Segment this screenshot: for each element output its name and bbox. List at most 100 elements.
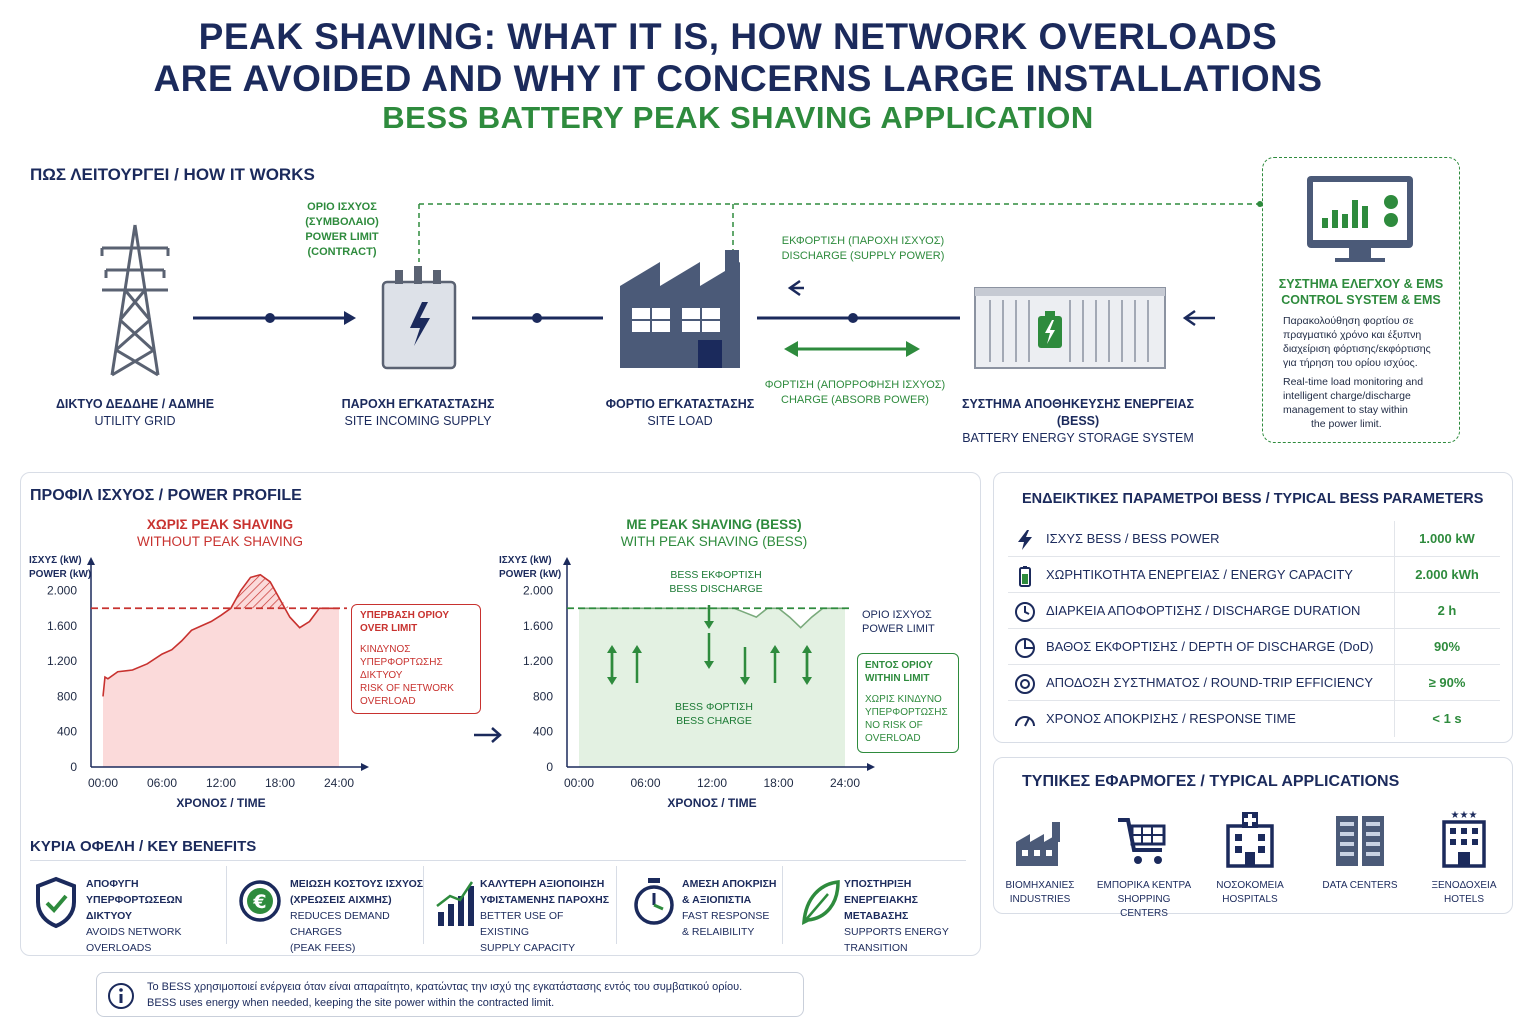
- bess-label: ΣΥΣΤΗΜΑ ΑΠΟΘΗΚΕΥΣΗΣ ΕΝΕΡΓΕΙΑΣ (BESS) BAT…: [961, 397, 1195, 445]
- clock-icon: [1015, 602, 1035, 622]
- battery-icon: [1019, 566, 1031, 587]
- y-axis-arrow: [563, 557, 571, 565]
- bess-charge-label: BESS ΦΟΡΤΙΣΗ BESS CHARGE: [675, 701, 753, 727]
- supply-label: ΠΑΡΟΧΗ ΕΓΚΑΤΑΣΤΑΣΗΣ SITE INCOMING SUPPLY: [341, 397, 495, 428]
- svg-text:★★★: ★★★: [1451, 810, 1478, 821]
- ems-title: ΣΥΣΤΗΜΑ ΕΛΕΓΧΟΥ & EMS CONTROL SYSTEM & E…: [1278, 277, 1444, 307]
- benefit-item: ΑΠΟΦΥΓΗ ΥΠΕΡΦΟΡΤΩΣΕΩΝ ΔΙΚΤΥΟΥ AVOIDS NET…: [34, 866, 224, 954]
- over-limit-hatch: [103, 574, 339, 609]
- benefit-item: ΑΜΕΣΗ ΑΠΟΚΡΙΣΗ & ΑΞΙΟΠΙΣΤΙΑ FAST RESPONS…: [632, 866, 782, 946]
- x-tick-label: 00:00: [564, 776, 594, 790]
- y-axis-label: ΙΣΧΥΣ (kW): [29, 555, 82, 566]
- y-tick-label: 400: [533, 725, 553, 739]
- x-tick-label: 00:00: [88, 776, 118, 790]
- chart-without-peak-shaving: ΙΣΧΥΣ (kW)POWER (kW)2.0001.6001.20080040…: [29, 555, 369, 810]
- page-subtitle: BESS BATTERY PEAK SHAVING APPLICATION: [382, 100, 1094, 135]
- transformer-icon: [381, 266, 457, 370]
- charge-label: ΦΟΡΤΙΣΗ (ΑΠΟΡΡΟΦΗΣΗ ΙΣΧΥΟΣ) CHARGE (ABSO…: [764, 379, 946, 406]
- y-tick-label: 2.000: [47, 584, 77, 598]
- power-profile-heading: ΠΡΟΦΙΛ ΙΣΧΥΟΣ / POWER PROFILE: [30, 487, 302, 504]
- series-line: [102, 573, 339, 697]
- y-tick-label: 1.600: [523, 619, 553, 633]
- x-tick-label: 24:00: [830, 776, 860, 790]
- x-tick-label: 12:00: [697, 776, 727, 790]
- applications-panel: [993, 757, 1513, 914]
- without-chart-title: ΧΩΡΙΣ PEAK SHAVING WITHOUT PEAK SHAVING: [136, 517, 304, 549]
- power-limit-chart-label: ΟΡΙΟ ΙΣΧΥΟΣ POWER LIMIT: [862, 609, 935, 635]
- y-axis-arrow: [87, 557, 95, 565]
- gauge-icon: [1015, 716, 1035, 727]
- with-chart-title: ΜΕ PEAK SHAVING (BESS) WITH PEAK SHAVING…: [620, 517, 808, 549]
- discharge-arrow-head: [704, 661, 714, 669]
- area-fill: [103, 574, 339, 767]
- ems-desc-el: Παρακολούθηση φορτίου σε πραγματικό χρόν…: [1283, 315, 1431, 369]
- euro-coin-icon: €: [239, 880, 281, 922]
- x-axis-label: ΧΡΟΝΟΣ / TIME: [176, 796, 265, 810]
- chart-with-peak-shaving: ΙΣΧΥΣ (kW)POWER (kW)2.0001.6001.20080040…: [499, 555, 875, 810]
- x-tick-label: 24:00: [324, 776, 354, 790]
- y-axis-label: POWER (kW): [29, 569, 91, 580]
- y-tick-label: 0: [70, 760, 77, 774]
- param-row: ΙΣΧΥΣ BESS / BESS POWER 1.000 kW: [1008, 521, 1500, 557]
- y-tick-label: 400: [57, 725, 77, 739]
- server-icon: [1336, 816, 1384, 866]
- charge-arrow-head: [607, 645, 617, 653]
- benefit-item: ΚΑΛΥΤΕΡΗ ΑΞΙΟΠΟΙΗΣΗ ΥΦΙΣΤΑΜΕΝΗΣ ΠΑΡΟΧΗΣ …: [434, 866, 614, 954]
- benefit-separator: [616, 866, 617, 944]
- info-icon: [108, 983, 134, 1009]
- discharge-label: ΕΚΦΟΡΤΙΣΗ (ΠΑΡΟΧΗ ΙΣΧΥΟΣ) DISCHARGE (SUP…: [781, 235, 945, 262]
- monitor-chart-icon: [1307, 176, 1413, 262]
- x-tick-label: 18:00: [265, 776, 295, 790]
- footer-note: Το BESS χρησιμοποιεί ενέργεια όταν είναι…: [96, 972, 804, 1017]
- parameters-heading: ΕΝΔΕΙΚΤΙΚΕΣ ΠΑΡΑΜΕΤΡΟΙ BESS / TYPICAL BE…: [1022, 491, 1484, 507]
- applications-heading: ΤΥΠΙΚΕΣ ΕΦΑΡΜΟΓΕΣ / TYPICAL APPLICATIONS: [1022, 773, 1400, 790]
- x-axis-label: ΧΡΟΝΟΣ / TIME: [667, 796, 756, 810]
- hospital-icon: [1226, 812, 1274, 868]
- lightning-icon: [1018, 530, 1032, 550]
- x-tick-label: 06:00: [630, 776, 660, 790]
- charge-arrow-head: [802, 645, 812, 653]
- arrow-right-icon: [474, 727, 502, 743]
- over-limit-callout: ΥΠΕΡΒΑΣΗ ΟΡΙΟΥ OVER LIMIT ΚΙΝΔΥΝΟΣ ΥΠΕΡΦ…: [351, 604, 481, 714]
- y-tick-label: 0: [546, 760, 553, 774]
- ems-desc-en: Real-time load monitoring and intelligen…: [1283, 376, 1424, 430]
- factory-icon: [620, 250, 740, 368]
- battery-container-icon: [974, 287, 1166, 369]
- benefits-heading: ΚΥΡΙΑ ΟΦΕΛΗ / KEY BENEFITS: [30, 838, 257, 855]
- within-limit-callout: ΕΝΤΟΣ ΟΡΙΟΥ WITHIN LIMIT ΧΩΡΙΣ ΚΙΝΔΥΝΟ Υ…: [857, 653, 959, 753]
- area-fill: [579, 608, 845, 767]
- page-title: PEAK SHAVING: WHAT IT IS, HOW NETWORK OV…: [153, 16, 1323, 99]
- benefit-separator: [782, 866, 783, 944]
- factory-icon: [1016, 822, 1060, 866]
- how-it-works-diagram: [100, 176, 1413, 377]
- parameters-panel: [993, 472, 1513, 743]
- x-axis-arrow: [361, 763, 369, 771]
- param-row: ΒΑΘΟΣ ΕΚΦΟΡΤΙΣΗΣ / DEPTH OF DISCHARGE (D…: [1008, 629, 1500, 665]
- growth-chart-icon: [436, 881, 474, 926]
- grid-label: ΔΙΚΤΥΟ ΔΕΔΔΗΕ / ΑΔΜΗΕ UTILITY GRID: [55, 397, 215, 428]
- power-tower-icon: [100, 224, 170, 377]
- benefit-item: ΥΠΟΣΤΗΡΙΞΗ ΕΝΕΡΓΕΙΑΚΗΣ ΜΕΤΑΒΑΣΗΣ SUPPORT…: [798, 866, 974, 954]
- svg-text:€: €: [252, 891, 266, 913]
- param-row: ΑΠΟΔΟΣΗ ΣΥΣΤΗΜΑΤΟΣ / ROUND-TRIP EFFICIEN…: [1008, 665, 1500, 701]
- pie-icon: [1015, 638, 1035, 658]
- how-it-works-heading: ΠΩΣ ΛΕΙΤΟΥΡΓΕΙ / HOW IT WORKS: [30, 165, 315, 184]
- benefit-separator: [226, 866, 227, 944]
- param-row: ΔΙΑΡΚΕΙΑ ΑΠΟΦΟΡΤΙΣΗΣ / DISCHARGE DURATIO…: [1008, 593, 1500, 629]
- discharge-arrow-head: [740, 677, 750, 685]
- shield-check-icon: [36, 876, 76, 929]
- param-row: ΧΩΡΗΤΙΚΟΤΗΤΑ ΕΝΕΡΓΕΙΑΣ / ENERGY CAPACITY…: [1008, 557, 1500, 593]
- benefit-separator: [423, 866, 424, 944]
- stopwatch-icon: [634, 878, 674, 925]
- application-item: DATA CENTERS: [1310, 808, 1410, 893]
- x-tick-label: 12:00: [206, 776, 236, 790]
- y-tick-label: 1.200: [47, 654, 77, 668]
- load-label: ΦΟΡΤΙΟ ΕΓΚΑΤΑΣΤΑΣΗΣ SITE LOAD: [605, 397, 755, 428]
- hotel-icon: ★★★: [1442, 810, 1486, 868]
- param-row: ΧΡΟΝΟΣ ΑΠΟΚΡΙΣΗΣ / RESPONSE TIME < 1 s: [1008, 701, 1500, 737]
- y-tick-label: 800: [533, 689, 553, 703]
- y-axis-label: ΙΣΧΥΣ (kW): [499, 555, 552, 566]
